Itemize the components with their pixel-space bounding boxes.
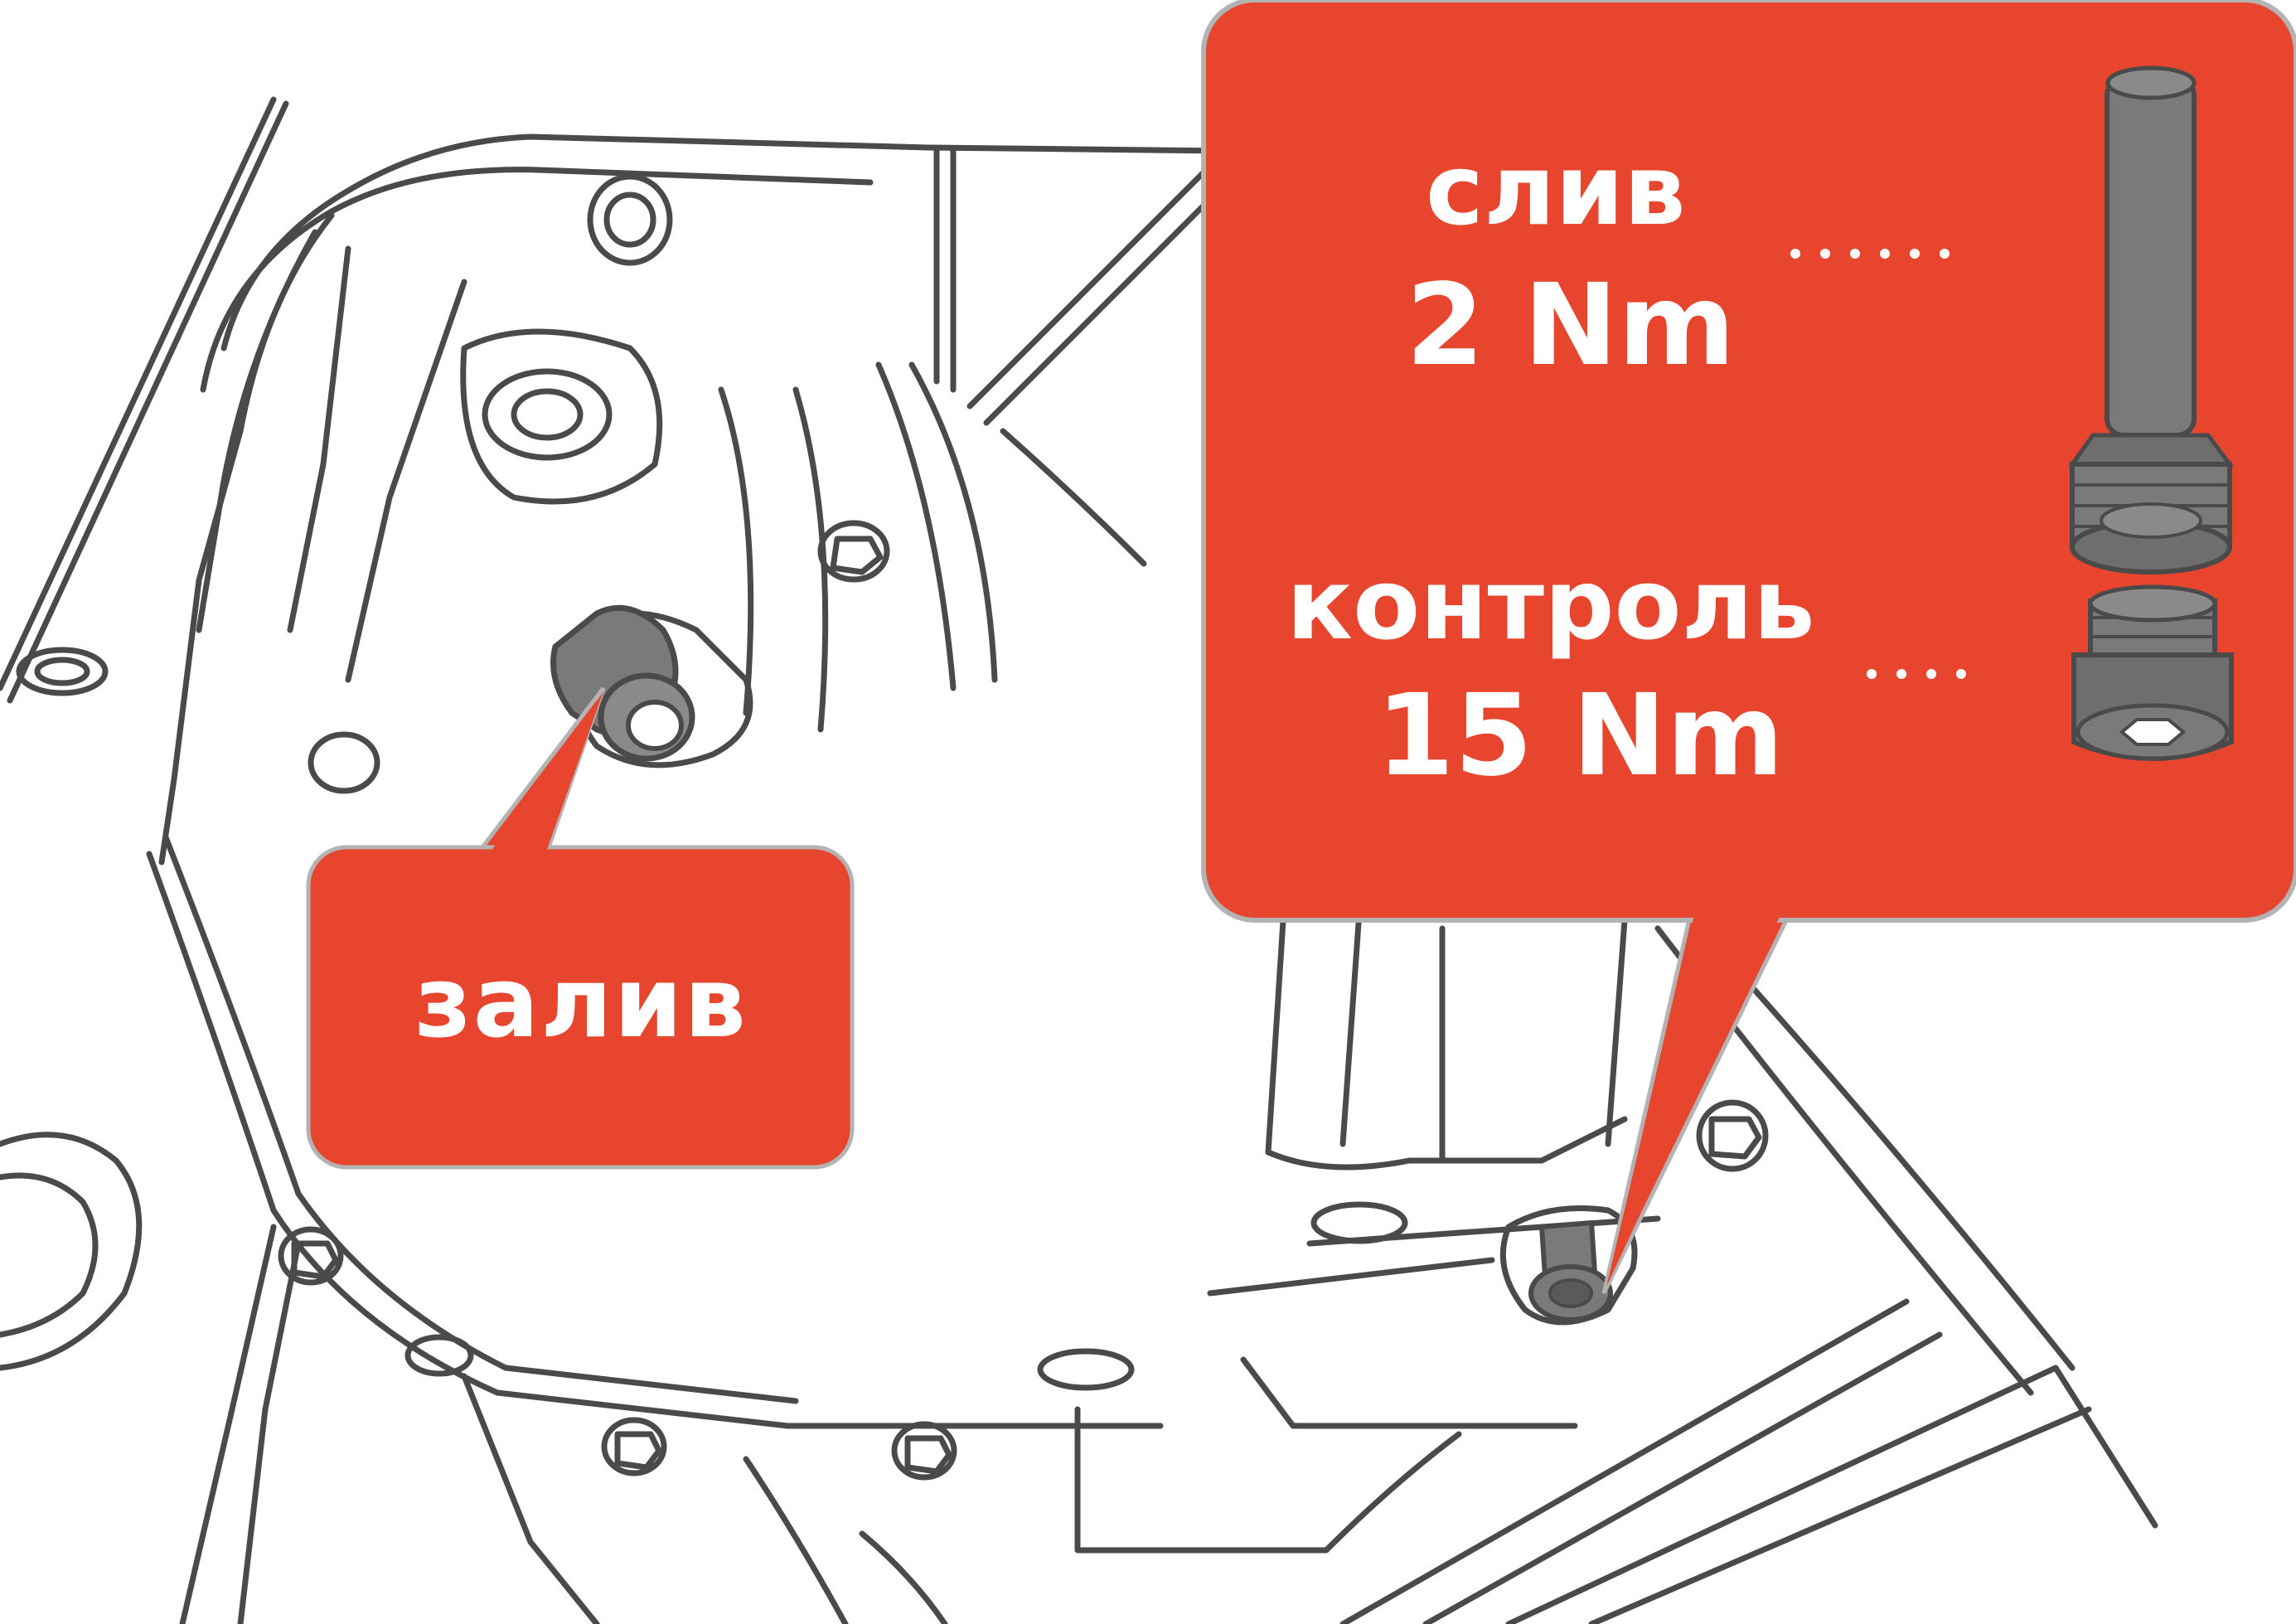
drain-leader-dots	[1790, 249, 1950, 259]
fill-label: залив	[414, 945, 748, 1059]
fill-callout	[306, 686, 855, 1170]
drain-label: слив	[1426, 133, 1686, 247]
control-plug-location	[1528, 1219, 1613, 1322]
drain-plug-icon	[2068, 65, 2234, 574]
fill-plug	[550, 604, 695, 762]
control-torque-value: 15 Nm	[1376, 671, 1785, 802]
control-plug-icon	[2071, 584, 2234, 761]
drain-control-callout	[1201, 0, 2296, 1295]
control-leader-dots	[1867, 669, 1966, 679]
drain-torque-value: 2 Nm	[1406, 260, 1736, 391]
control-label: контроль	[1286, 547, 1815, 662]
